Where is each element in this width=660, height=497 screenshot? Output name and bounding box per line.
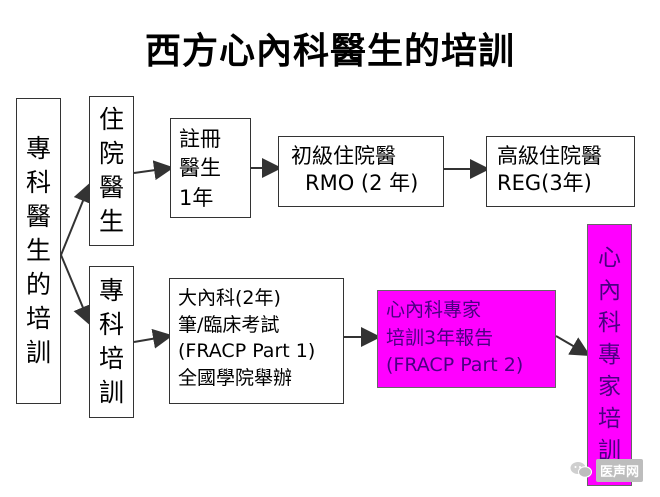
watermark: 医声网 <box>570 458 648 482</box>
cardio-specialist-char: 內 <box>598 277 621 304</box>
root-char: 培 <box>25 304 51 333</box>
resident-box: 住 院 醫 生 <box>89 96 134 246</box>
diagram-title: 西方心內科醫生的培訓 <box>144 31 515 72</box>
resident-char: 住 <box>98 105 124 134</box>
specialist-training-box: 專 科 培 訓 <box>89 266 134 418</box>
physician-exam-line: 全國學院舉辦 <box>178 366 293 389</box>
reg-box: 高級住院醫 REG(3年) <box>486 136 635 207</box>
root-char: 的 <box>25 270 51 299</box>
cardio-specialist-char: 培 <box>598 406 621 433</box>
cardio-report-line: (FRACP Part 2) <box>386 354 524 377</box>
rmo-line: RMO (2 年) <box>305 171 419 196</box>
arrow-report-to-cardio <box>555 335 591 357</box>
intern-line: 1年 <box>179 185 214 210</box>
root-box: 專 科 醫 生 的 培 訓 <box>16 98 61 404</box>
specialist-training-char: 培 <box>98 344 124 373</box>
cardio-report-box: 心內科專家 培訓3年報告 (FRACP Part 2) <box>377 290 556 388</box>
root-char: 科 <box>25 168 51 197</box>
root-char: 訓 <box>25 338 51 367</box>
cardio-specialist-char: 家 <box>598 374 621 401</box>
cardio-specialist-char: 科 <box>598 309 621 336</box>
cardio-report-line: 心內科專家 <box>386 299 482 321</box>
physician-exam-line: 大內科(2年) <box>178 287 281 309</box>
specialist-training-char: 科 <box>98 310 124 339</box>
intern-line: 註冊 <box>179 127 221 151</box>
cardio-specialist-char: 專 <box>598 341 621 368</box>
cardio-specialist-box: 心 內 科 專 家 培 訓 <box>587 224 632 486</box>
arrow-resident-to-intern <box>133 160 174 181</box>
rmo-line: 初級住院醫 <box>291 144 396 168</box>
arrow-root-to-resident <box>60 182 93 256</box>
physician-exam-line: 筆/臨床考試 <box>178 313 280 336</box>
resident-char: 院 <box>98 139 124 168</box>
intern-box: 註冊 醫生 1年 <box>170 118 251 218</box>
reg-line: 高級住院醫 <box>497 144 602 168</box>
cardio-report-line: 培訓3年報告 <box>386 326 494 349</box>
resident-char: 醫 <box>98 173 124 202</box>
root-char: 專 <box>25 134 51 163</box>
root-char: 醫 <box>25 202 51 231</box>
arrow-specialist-to-exam <box>133 328 173 349</box>
reg-line: REG(3年) <box>497 171 592 196</box>
physician-exam-box: 大內科(2年) 筆/臨床考試 (FRACP Part 1) 全國學院舉辦 <box>169 278 344 404</box>
wechat-bubbles-icon <box>570 462 592 478</box>
cardio-specialist-char: 心 <box>598 245 621 272</box>
arrow-root-to-specialist <box>60 254 93 326</box>
watermark-text: 医声网 <box>596 458 644 482</box>
specialist-training-char: 專 <box>98 276 124 305</box>
physician-exam-line: (FRACP Part 1) <box>178 340 316 363</box>
intern-line: 醫生 <box>179 156 221 181</box>
cardio-specialist-char: 訓 <box>598 438 621 465</box>
rmo-box: 初級住院醫 RMO (2 年) <box>278 136 444 207</box>
resident-char: 生 <box>98 207 124 236</box>
root-char: 生 <box>25 236 51 265</box>
specialist-training-char: 訓 <box>98 378 124 407</box>
